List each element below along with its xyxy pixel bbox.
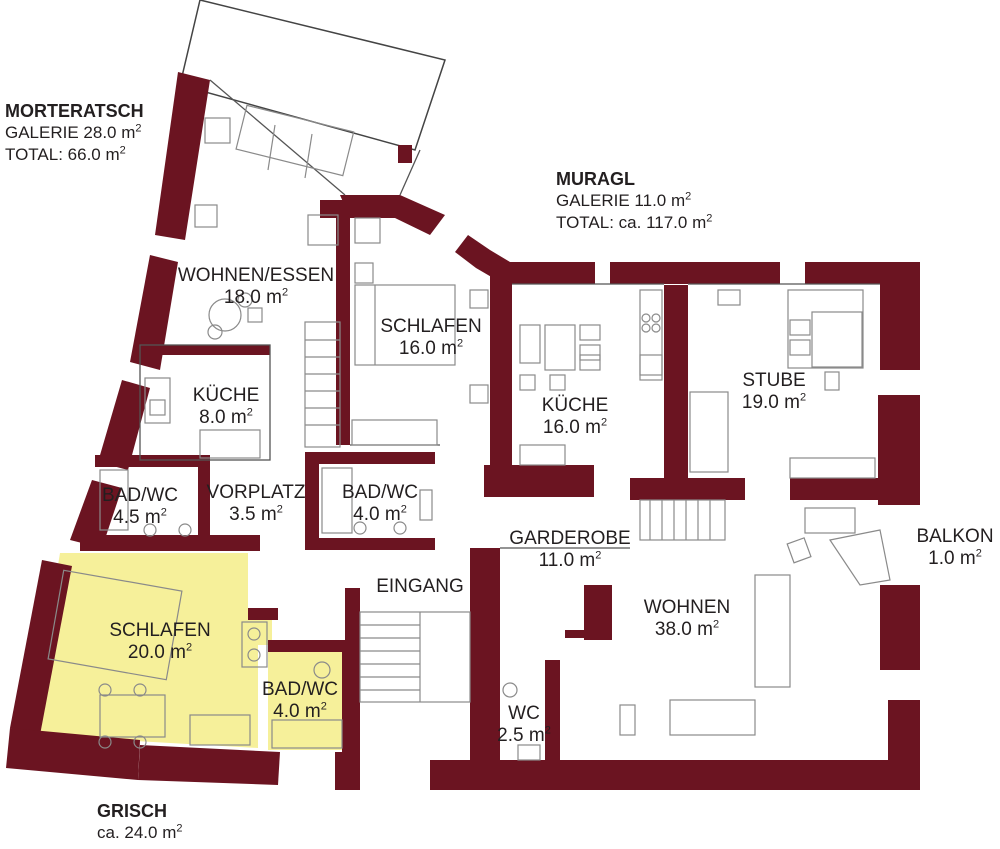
- room-name: BAD/WC: [342, 482, 418, 503]
- superscript-2: 2: [975, 547, 982, 560]
- room-balkon: BALKON 1.0 m2: [916, 526, 993, 570]
- superscript-2: 2: [119, 144, 126, 157]
- superscript-2: 2: [712, 618, 720, 631]
- room-kueche-mitte: KÜCHE 16.0 m2: [542, 395, 609, 439]
- room-name: BAD/WC: [102, 485, 178, 506]
- superscript-2: 2: [706, 212, 713, 225]
- room-area: 4.0 m: [273, 701, 321, 722]
- room-name: STUBE: [742, 370, 806, 391]
- superscript-2: 2: [160, 506, 167, 519]
- superscript-2: 2: [595, 549, 602, 562]
- room-name: KÜCHE: [541, 395, 609, 416]
- unit-name: GRISCH: [97, 801, 168, 821]
- room-stube: STUBE 19.0 m2: [742, 370, 806, 414]
- room-name: WOHNEN: [643, 597, 731, 618]
- room-area: 38.0 m: [654, 619, 713, 640]
- room-schlafen-unten: SCHLAFEN 20.0 m2: [109, 620, 210, 664]
- room-name: SCHLAFEN: [380, 316, 482, 337]
- superscript-2: 2: [281, 286, 289, 299]
- room-bad-wc-unten: BAD/WC 4.0 m2: [262, 679, 338, 723]
- superscript-2: 2: [135, 122, 142, 135]
- superscript-2: 2: [685, 190, 692, 203]
- room-bad-wc-mitte: BAD/WC 4.0 m2: [342, 482, 418, 526]
- superscript-2: 2: [544, 724, 551, 737]
- unit-muragl: MURAGL GALERIE 11.0 m2 TOTAL: ca. 117.0 …: [556, 168, 712, 234]
- room-wohnen-essen: WOHNEN/ESSEN 18.0 m2: [178, 265, 334, 309]
- superscript-2: 2: [400, 503, 407, 516]
- superscript-2: 2: [456, 337, 464, 350]
- room-name: WC: [508, 703, 540, 724]
- room-lines: [139, 79, 880, 549]
- room-area: 16.0 m: [542, 417, 601, 438]
- room-area: 18.0 m: [223, 287, 282, 308]
- unit-galerie: GALERIE 11.0 m: [556, 191, 686, 210]
- superscript-2: 2: [276, 503, 283, 516]
- unit-total: TOTAL: 66.0 m: [5, 145, 120, 164]
- room-area: 4.5 m: [113, 507, 161, 528]
- inner-walls: [80, 200, 880, 763]
- superscript-2: 2: [185, 641, 193, 654]
- room-schlafen-mitte: SCHLAFEN 16.0 m2: [380, 316, 481, 360]
- room-bad-wc-links: BAD/WC 4.5 m2: [102, 485, 178, 529]
- superscript-2: 2: [246, 406, 253, 419]
- room-name: EINGANG: [376, 576, 464, 597]
- unit-total: TOTAL: ca. 117.0 m: [556, 213, 707, 232]
- room-area: 19.0 m: [741, 392, 800, 413]
- superscript-2: 2: [176, 822, 183, 835]
- room-wc: WC 2.5 m2: [497, 703, 551, 747]
- furniture: [47, 104, 891, 761]
- superscript-2: 2: [320, 700, 327, 713]
- unit-galerie: GALERIE 28.0 m: [5, 123, 136, 142]
- superscript-2: 2: [799, 391, 807, 404]
- superscript-2: 2: [600, 416, 608, 429]
- room-garderobe: GARDEROBE 11.0 m2: [509, 528, 630, 572]
- room-wohnen: WOHNEN 38.0 m2: [644, 597, 731, 641]
- grisch-highlight-schlafen: [30, 553, 272, 748]
- room-name: VORPLATZ: [206, 482, 306, 503]
- room-name: BALKON: [916, 526, 994, 547]
- galerie-outline: [179, 0, 446, 151]
- unit-name: MURAGL: [556, 169, 635, 189]
- grisch-highlight-bad: [268, 650, 348, 750]
- room-vorplatz: VORPLATZ 3.5 m2: [207, 482, 306, 526]
- room-area: 16.0 m: [398, 338, 457, 359]
- room-name: KÜCHE: [192, 385, 260, 406]
- room-name: WOHNEN/ESSEN: [177, 265, 335, 286]
- room-name: SCHLAFEN: [109, 620, 211, 641]
- room-area: 1.0 m: [928, 548, 976, 569]
- unit-morteratsch: MORTERATSCH GALERIE 28.0 m2 TOTAL: 66.0 …: [5, 100, 144, 166]
- room-kueche-links: KÜCHE 8.0 m2: [193, 385, 260, 429]
- unit-name: MORTERATSCH: [5, 101, 144, 121]
- room-area: 3.5 m: [229, 504, 277, 525]
- room-area: 4.0 m: [353, 504, 401, 525]
- room-area: 20.0 m: [127, 642, 186, 663]
- room-area: 8.0 m: [199, 407, 247, 428]
- unit-grisch: GRISCH ca. 24.0 m2: [97, 800, 183, 844]
- room-area: 2.5 m: [497, 725, 545, 746]
- room-name: BAD/WC: [262, 679, 338, 700]
- room-eingang: EINGANG: [376, 576, 464, 598]
- unit-total: ca. 24.0 m: [97, 823, 177, 842]
- room-area: 11.0 m: [538, 550, 596, 571]
- room-name: GARDEROBE: [509, 528, 631, 549]
- outer-walls: [6, 72, 920, 790]
